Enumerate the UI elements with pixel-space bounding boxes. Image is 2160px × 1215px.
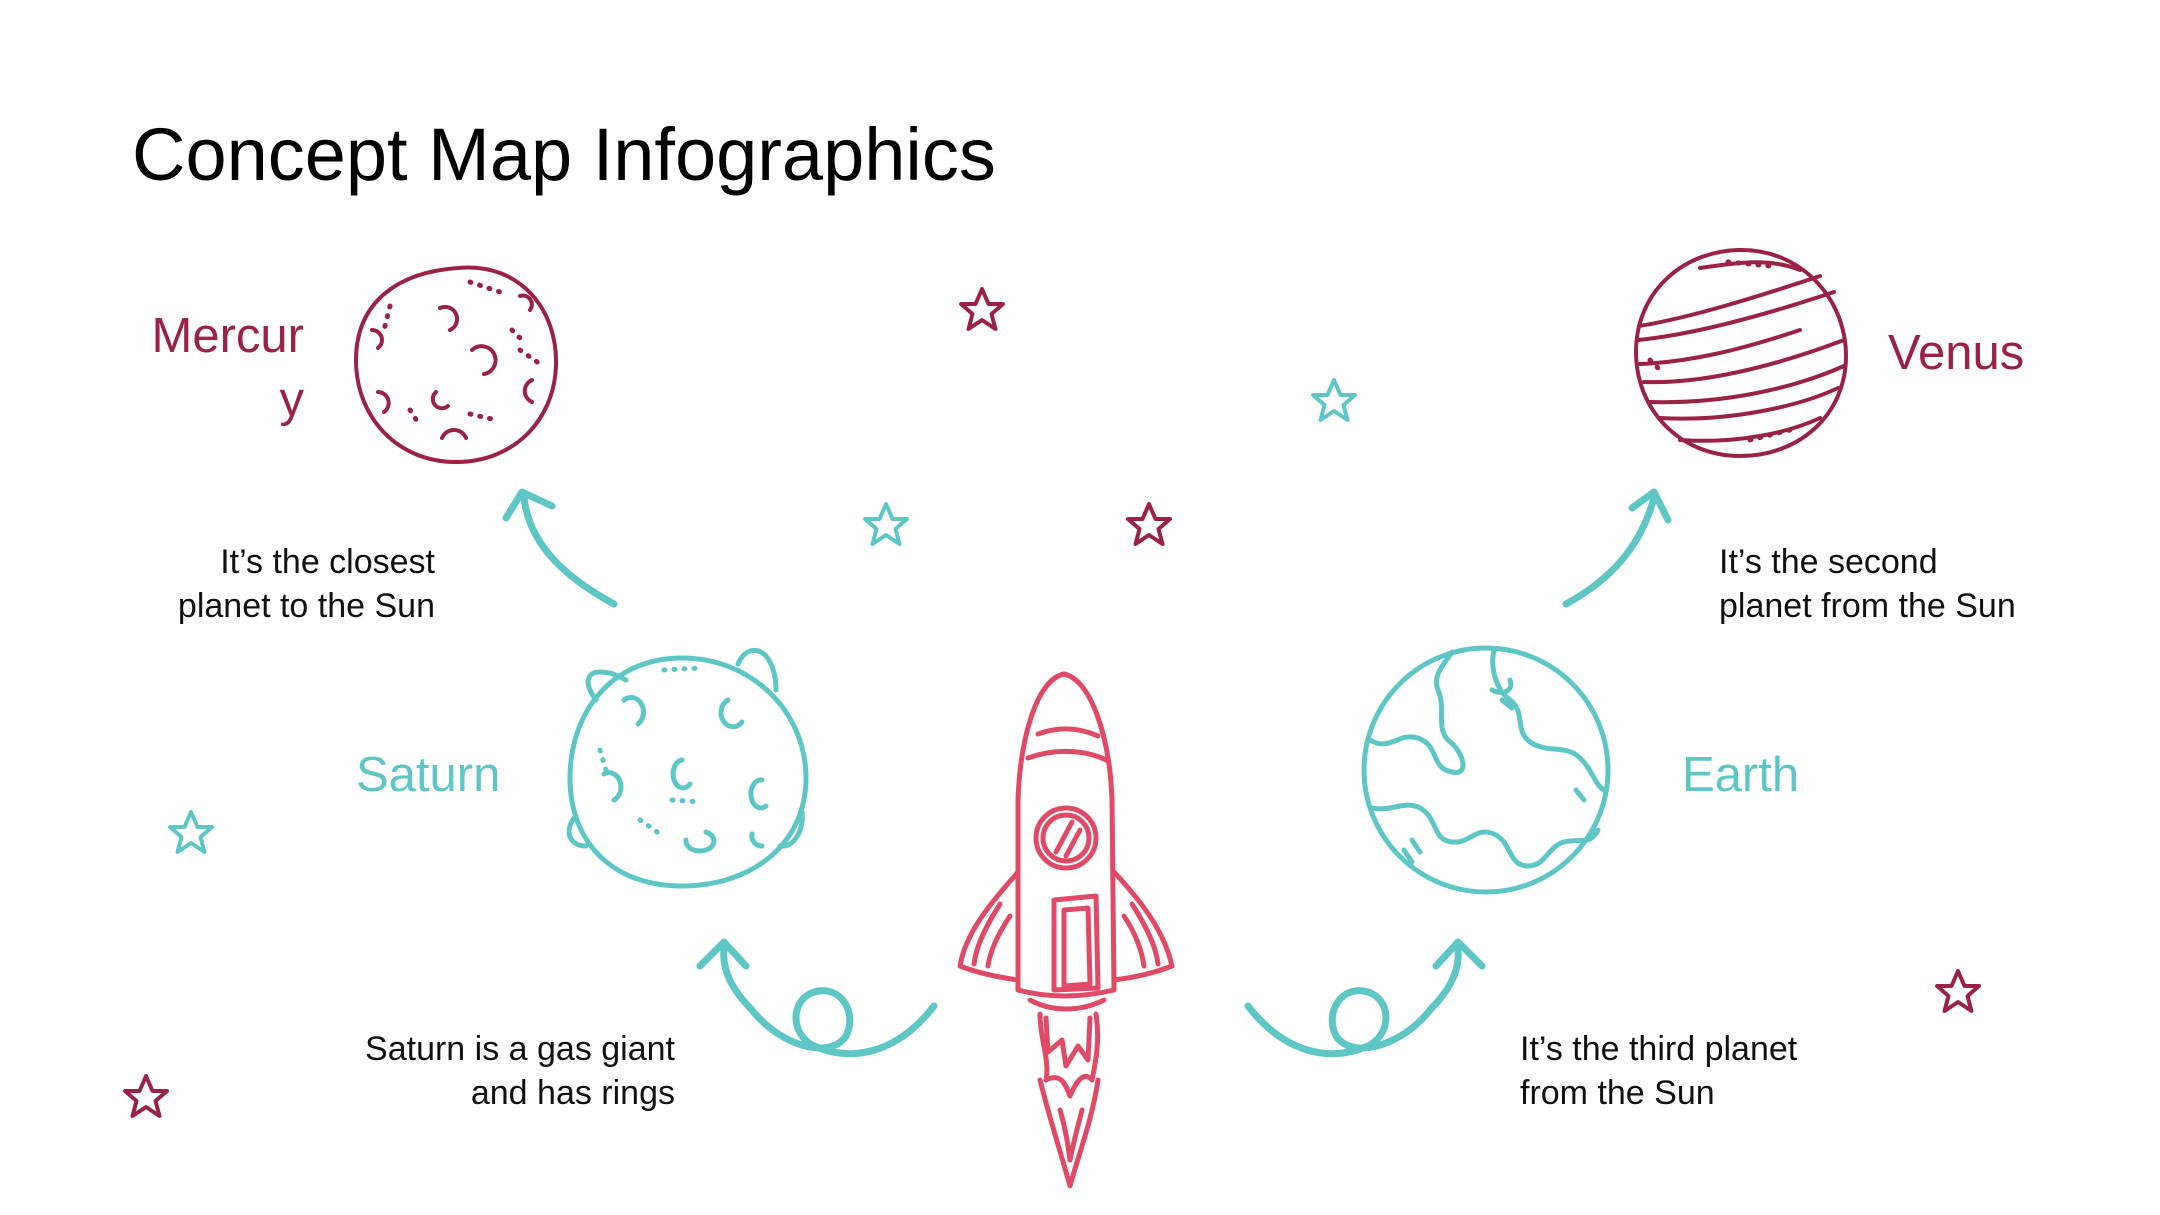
saturn-doodle-icon (566, 647, 809, 889)
earth-description-line1: It’s the third planet (1520, 1030, 1798, 1068)
saturn-label: Saturn (356, 748, 501, 802)
page-title: Concept Map Infographics (132, 113, 996, 196)
arrow-to-saturn-icon (696, 938, 938, 1058)
star-icon (1126, 502, 1172, 546)
arrow-to-venus-icon (1562, 488, 1672, 608)
venus-label: Venus (1888, 326, 2025, 380)
mercury-label: Mercur y (142, 305, 304, 432)
venus-description-line1: It’s the second (1719, 543, 1938, 581)
mercury-description-line2: planet to the Sun (177, 587, 435, 626)
star-icon (168, 810, 214, 854)
saturn-description-line2: and has rings (470, 1074, 675, 1113)
arrow-to-mercury-icon (502, 488, 618, 608)
star-icon (123, 1074, 169, 1118)
star-icon (1311, 378, 1357, 422)
earth-description-line2: from the Sun (1520, 1074, 1715, 1113)
star-icon (863, 502, 909, 546)
mercury-description: It’s the closest planet to the Sun (130, 540, 435, 628)
venus-description: It’s the second planet from the Sun (1719, 540, 2016, 628)
earth-doodle-icon (1361, 645, 1611, 895)
mercury-description-line1: It’s the closest (220, 543, 435, 581)
mercury-doodle-icon (354, 265, 559, 464)
earth-label: Earth (1682, 748, 1800, 802)
arrow-to-earth-icon (1244, 938, 1486, 1058)
mercury-label-line2: y (279, 372, 305, 427)
venus-description-line2: planet from the Sun (1719, 587, 2016, 626)
mercury-label-line1: Mercur (151, 309, 304, 363)
star-icon (1935, 969, 1981, 1013)
venus-doodle-icon (1634, 247, 1848, 458)
saturn-description: Saturn is a gas giant and has rings (330, 1027, 675, 1115)
earth-description: It’s the third planet from the Sun (1520, 1027, 1797, 1115)
saturn-description-line1: Saturn is a gas giant (365, 1030, 675, 1068)
star-icon (959, 287, 1005, 331)
rocket-doodle-icon (957, 671, 1175, 1189)
